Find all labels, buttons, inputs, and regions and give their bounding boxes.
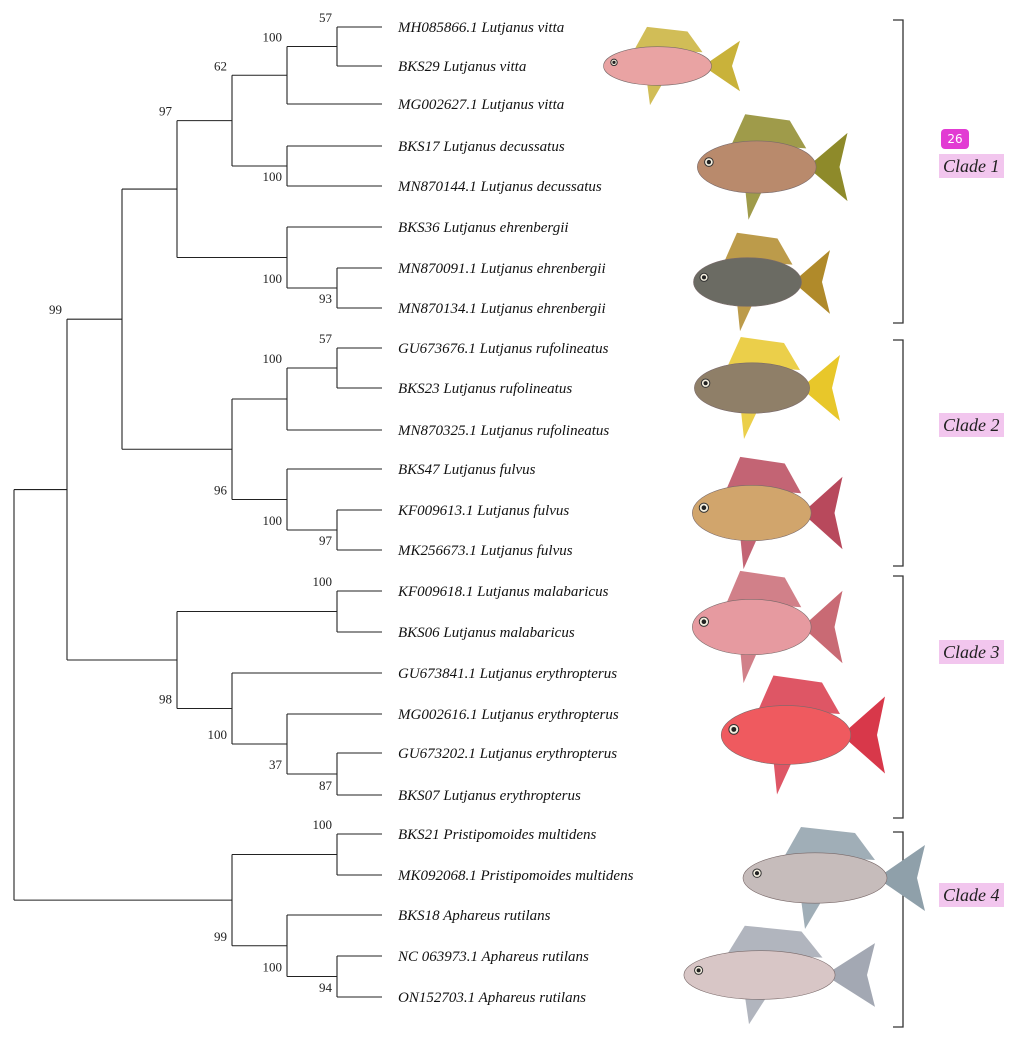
fish-pupil <box>704 381 708 385</box>
bootstrap-value: 98 <box>159 692 172 707</box>
fish-ventral-fin <box>740 536 757 569</box>
clade-3-label: Clade 3 <box>939 640 1004 664</box>
fish-illustration <box>697 114 847 219</box>
taxon-label: BKS21 Pristipomoides multidens <box>398 827 596 843</box>
fish-illustration <box>694 233 831 332</box>
bootstrap-value: 100 <box>263 271 283 286</box>
fish-ventral-fin <box>773 760 791 795</box>
fish-body <box>692 485 811 540</box>
bootstrap-value: 100 <box>263 169 283 184</box>
fish-body <box>604 47 712 86</box>
clade-3-bracket <box>893 576 903 818</box>
fish-pupil <box>702 505 707 510</box>
taxon-label: MG002627.1 Lutjanus vitta <box>397 97 564 113</box>
clade-1-label: Clade 1 <box>939 154 1004 178</box>
taxon-label: GU673841.1 Lutjanus erythropterus <box>398 666 617 682</box>
taxon-label: BKS47 Lutjanus fulvus <box>398 462 536 478</box>
fish-ventral-fin <box>740 650 757 683</box>
fish-body <box>694 258 802 307</box>
bootstrap-value: 96 <box>214 483 228 498</box>
taxon-label: BKS18 Aphareus rutilans <box>398 908 551 924</box>
taxon-label: BKS07 Lutjanus erythropterus <box>398 788 581 804</box>
bootstrap-value: 97 <box>159 104 173 119</box>
bootstrap-value: 57 <box>319 10 333 25</box>
bootstrap-value: 100 <box>263 960 283 975</box>
taxon-label: BKS36 Lutjanus ehrenbergii <box>398 220 569 236</box>
bootstrap-value: 57 <box>319 331 333 346</box>
fish-body <box>684 951 835 1000</box>
clade-1-bracket <box>893 20 903 323</box>
fish-illustration <box>692 571 842 683</box>
bootstrap-value: 97 <box>319 533 333 548</box>
bootstrap-value: 100 <box>313 574 333 589</box>
taxon-label: MG002616.1 Lutjanus erythropterus <box>397 707 619 723</box>
fish-body <box>697 141 816 193</box>
fish-pupil <box>612 61 615 64</box>
fish-ventral-fin <box>745 189 762 220</box>
bootstrap-value: 94 <box>319 980 333 995</box>
annotation-badge: 26 <box>941 129 969 149</box>
fish-illustration <box>604 27 741 105</box>
fish-illustration <box>721 676 885 795</box>
fish-ventral-fin <box>737 302 752 331</box>
fish-illustration <box>692 457 842 569</box>
bootstrap-value: 100 <box>313 817 333 832</box>
taxon-label: BKS29 Lutjanus vitta <box>398 59 526 75</box>
fish-ventral-fin <box>801 899 821 929</box>
fish-ventral-fin <box>741 409 757 439</box>
taxon-label: BKS17 Lutjanus decussatus <box>398 139 565 155</box>
bootstrap-value: 100 <box>263 30 283 45</box>
taxon-label: BKS06 Lutjanus malabaricus <box>398 625 575 641</box>
fish-pupil <box>702 619 707 624</box>
bootstrap-value: 37 <box>269 757 283 772</box>
clade-2-bracket <box>893 340 903 566</box>
taxon-label: BKS23 Lutjanus rufolineatus <box>398 381 572 397</box>
taxon-label: MN870144.1 Lutjanus decussatus <box>397 179 602 195</box>
taxon-label: ON152703.1 Aphareus rutilans <box>398 990 586 1006</box>
taxon-label: MN870134.1 Lutjanus ehrenbergii <box>397 301 606 317</box>
bootstrap-value: 100 <box>263 351 283 366</box>
fish-illustration <box>684 926 875 1025</box>
fish-ventral-fin <box>745 995 766 1024</box>
fish-pupil <box>697 968 701 972</box>
fish-body <box>721 706 851 765</box>
fish-pupil <box>755 871 759 875</box>
bootstrap-value: 100 <box>208 727 228 742</box>
fish-illustration <box>743 827 925 929</box>
fish-body <box>694 363 809 413</box>
taxon-label: MN870091.1 Lutjanus ehrenbergii <box>397 261 606 277</box>
taxon-label: GU673676.1 Lutjanus rufolineatus <box>398 341 609 357</box>
fish-pupil <box>731 727 736 732</box>
bootstrap-value: 100 <box>263 513 283 528</box>
taxon-label: KF009618.1 Lutjanus malabaricus <box>397 584 609 600</box>
bootstrap-value: 93 <box>319 291 332 306</box>
taxon-label: MK092068.1 Pristipomoides multidens <box>397 868 634 884</box>
taxon-label: MN870325.1 Lutjanus rufolineatus <box>397 423 609 439</box>
taxon-label: MH085866.1 Lutjanus vitta <box>397 20 564 36</box>
taxon-label: GU673202.1 Lutjanus erythropterus <box>398 746 617 762</box>
fish-pupil <box>707 160 711 164</box>
fish-illustration <box>694 337 840 439</box>
bootstrap-value: 99 <box>49 302 62 317</box>
bootstrap-value: 99 <box>214 929 227 944</box>
taxon-label: KF009613.1 Lutjanus fulvus <box>397 503 569 519</box>
fish-pupil <box>702 275 706 279</box>
bootstrap-value: 87 <box>319 778 333 793</box>
bootstrap-value: 62 <box>214 58 227 73</box>
fish-body <box>692 599 811 654</box>
clade-2-label: Clade 2 <box>939 413 1004 437</box>
clade-4-label: Clade 4 <box>939 883 1004 907</box>
fish-body <box>743 853 887 903</box>
taxon-label: NC 063973.1 Aphareus rutilans <box>397 949 589 965</box>
taxon-label: MK256673.1 Lutjanus fulvus <box>397 543 573 559</box>
